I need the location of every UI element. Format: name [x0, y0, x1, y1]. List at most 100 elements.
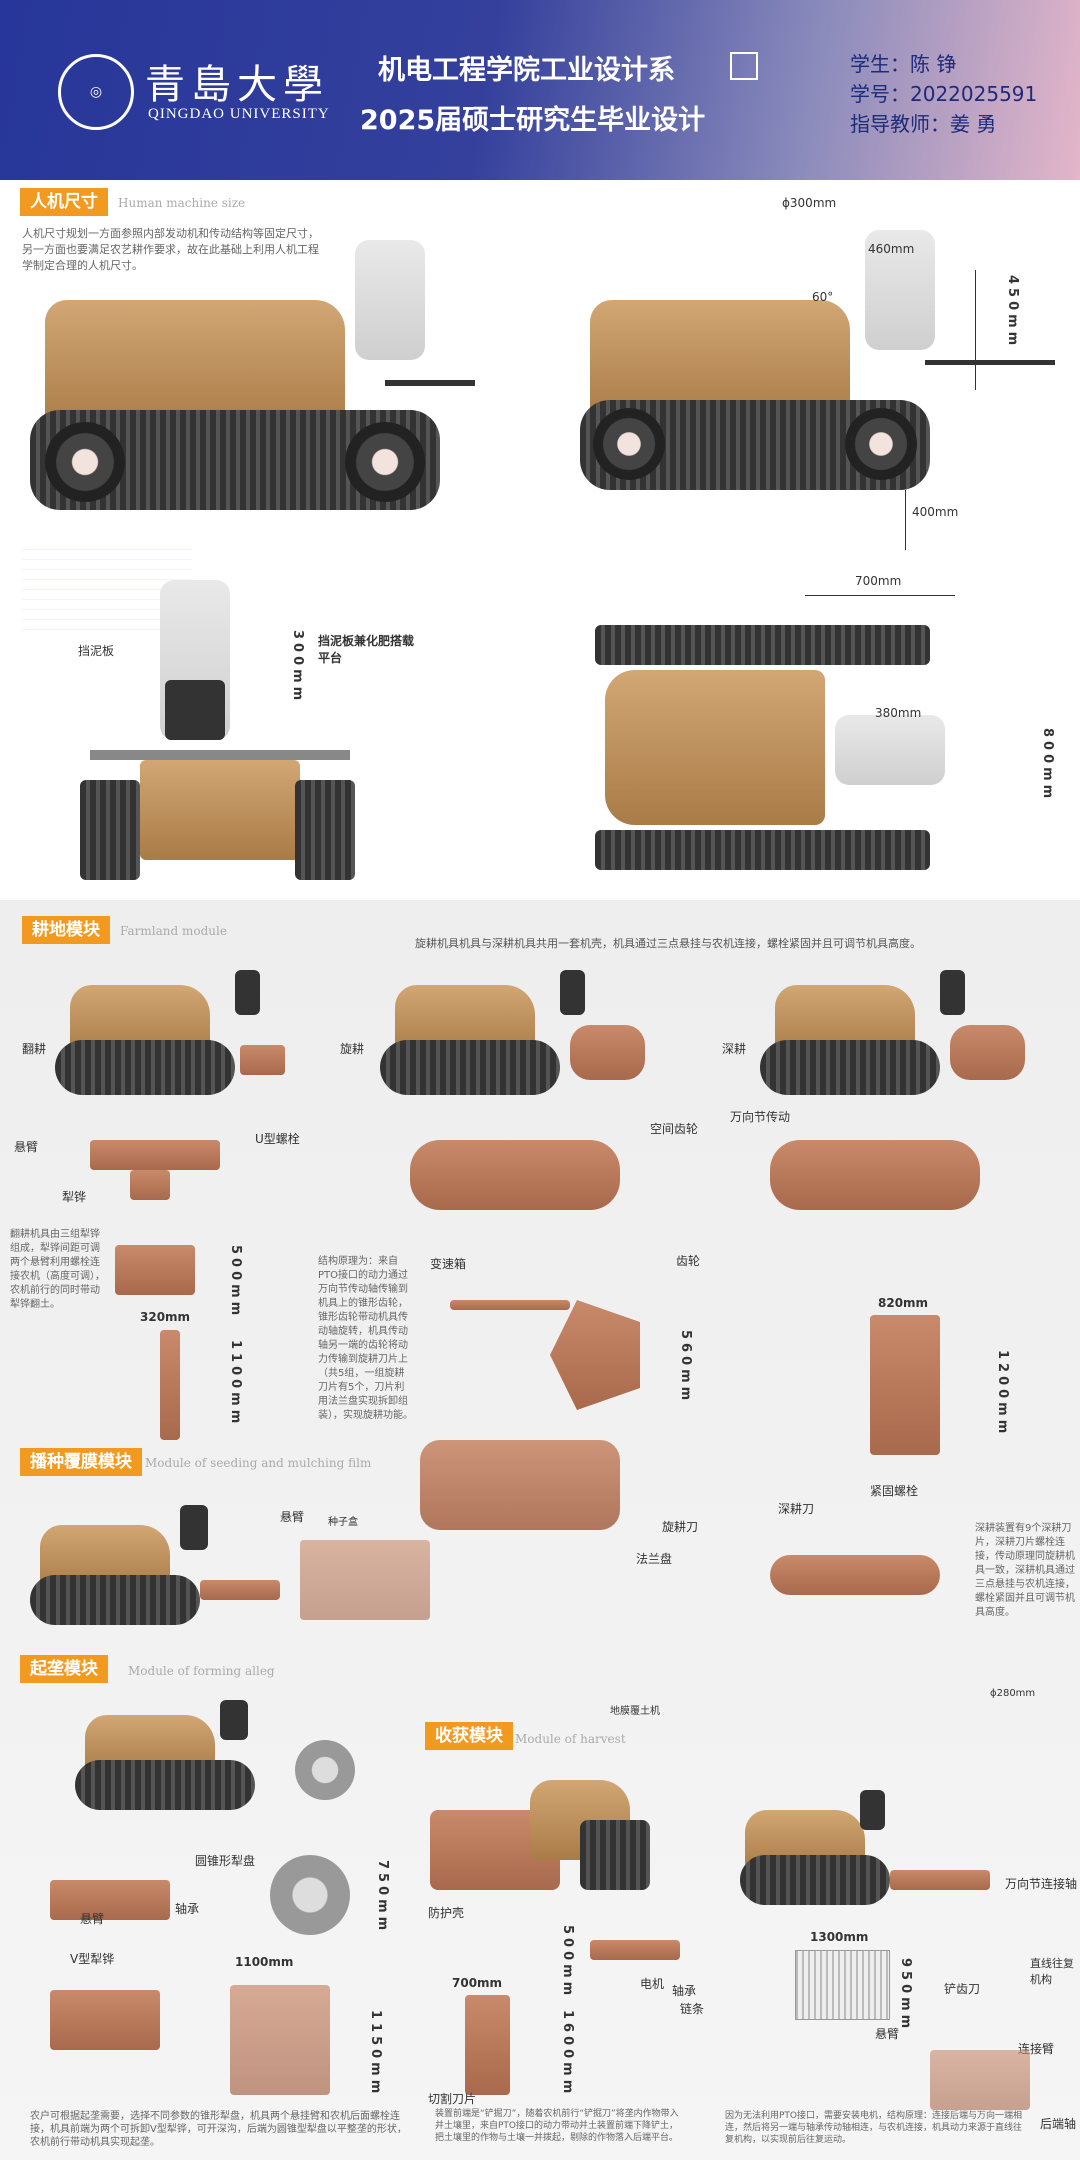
section-tag-en-harvest: Module of harvest [515, 1732, 626, 1746]
machine-side-view-dimensioned [575, 230, 1075, 550]
harvest-side-part [465, 1995, 510, 2095]
label-ridge-bearing: 轴承 [175, 1902, 200, 1916]
label-cantilever: 悬臂 [14, 1140, 39, 1154]
ridging-part [50, 1880, 170, 1920]
farmland-desc: 旋耕机具机具与深耕机具共用一套机壳，机具通过三点悬挂与农机连接，螺栓紧固并且可调… [415, 937, 921, 950]
label-rotary-blade: 旋耕刀 [662, 1520, 699, 1534]
mode-plow: 翻耕 [22, 1042, 47, 1056]
seeding-part [300, 1540, 430, 1620]
decor-square-icon [730, 52, 758, 80]
label-flange: 法兰盘 [636, 1552, 673, 1566]
label-gearbox: 变速箱 [430, 1257, 467, 1271]
label-seed-box: 种子盒 [328, 1517, 358, 1528]
section-tag-ridging: 起垄模块 [20, 1655, 108, 1683]
dim-950: 950mm [898, 1958, 913, 2033]
machine-top-view [595, 625, 955, 880]
deep-blade-part [770, 1555, 940, 1595]
dim-380: 380mm [875, 706, 922, 720]
dim-700-harvest: 700mm [452, 1976, 503, 1990]
machine-rear-view [80, 580, 360, 900]
label-fasten-bolt: 紧固螺栓 [870, 1484, 919, 1498]
disc-plow-part [270, 1855, 350, 1935]
section-tag-en-ridging: Module of forming alleg [128, 1664, 275, 1678]
label-rear-shaft: 后端轴 [1040, 2117, 1077, 2131]
label-u-bolt: U型螺栓 [255, 1132, 300, 1146]
rotary-blade-group [420, 1440, 620, 1530]
section-tag-en-seeding: Module of seeding and mulching film [145, 1456, 372, 1470]
dim-1200: 1200mm [995, 1350, 1010, 1438]
dim-820: 820mm [878, 1296, 929, 1310]
label-plow: 犁铧 [62, 1190, 87, 1204]
mode-rotary: 旋耕 [340, 1042, 365, 1056]
deep-text: 深耕装置有9个深耕刀片，深耕刀片螺栓连接，传动原理同旋耕机具一致，深耕机具通过三… [975, 1523, 1075, 1618]
label-harvest-cantilever: 悬臂 [875, 2027, 900, 2041]
machine-plow-mode [55, 965, 290, 1105]
dim-angle-60: 60° [812, 290, 834, 304]
dim-1300: 1300mm [810, 1930, 869, 1944]
ridging-top-part [230, 1985, 330, 2095]
harvest-rear-part [930, 2050, 1030, 2110]
label-deep-blade: 深耕刀 [778, 1502, 815, 1516]
harvest-text-1: 装置前端是“铲掘刀”，随着农机前行“铲掘刀”将垄内作物带入并土壤里，来自PTO接… [435, 2109, 679, 2143]
dim-700: 700mm [855, 574, 902, 588]
machine-deep-mode [760, 965, 1035, 1105]
label-chain: 链条 [680, 2002, 705, 2016]
dim-1100-ridge: 1100mm [235, 1955, 294, 1969]
dim-450: 450mm [1005, 275, 1020, 350]
dim-320: 320mm [140, 1310, 191, 1324]
section-tag-seeding: 播种覆膜模块 [20, 1448, 142, 1476]
deep-tiller-part [770, 1140, 980, 1210]
dim-800: 800mm [1040, 728, 1055, 803]
dim-400: 400mm [912, 505, 959, 519]
label-harvest-bearing: 轴承 [672, 1984, 697, 1998]
dim-460: 460mm [868, 242, 915, 256]
student-id: 学号：2022025591 [850, 82, 1038, 106]
section-tag-harvest: 收获模块 [425, 1722, 513, 1750]
header-title-line2: 2025届硕士研究生毕业设计 [360, 105, 706, 136]
dim-750: 750mm [375, 1860, 390, 1935]
dim-500: 500mm [228, 1245, 243, 1320]
dim-280: ϕ280mm [990, 1688, 1036, 1699]
label-shovel: 铲齿刀 [944, 1982, 981, 1996]
student-name: 学生：陈 铮 [850, 52, 957, 76]
label-mudguard: 挡泥板 [78, 644, 115, 658]
label-mudguard-platform: 挡泥板兼化肥搭载平台 [318, 634, 415, 665]
machine-rotary-mode [380, 965, 650, 1105]
section-tag-en-farmland: Farmland module [120, 924, 227, 938]
header-title-line1: 机电工程学院工业设计系 [378, 55, 675, 86]
machine-harvest-side [740, 1790, 990, 1920]
dim-560: 560mm [678, 1330, 693, 1405]
rotary-tiller-part [410, 1140, 620, 1210]
ridging-text: 农户可根据起垄需要，选择不同参数的锥形犁盘，机具两个悬挂臂和农机后面螺栓连接，机… [30, 2111, 407, 2148]
university-logo-cn: 青島大學 [145, 62, 329, 108]
machine-harvest-front [430, 1760, 660, 1900]
label-universal: 万向节传动 [730, 1110, 791, 1124]
label-motor: 电机 [640, 1977, 665, 1991]
university-seal-icon: ◎ [58, 54, 134, 130]
plow-text: 翻耕机具由三组犁铧组成，犁铧间距可调两个悬臂利用螺栓连接农机（高度可调），农机前… [10, 1229, 105, 1310]
section-tag-farmland: 耕地模块 [22, 916, 110, 944]
label-v-plow: V型犁铧 [70, 1952, 115, 1966]
header-banner [0, 0, 1080, 180]
human-machine-text: 人机尺寸规划一方面参照内部发动机和传动结构等固定尺寸，另一方面也要满足农艺耕作要… [22, 227, 319, 272]
harvest-text-2: 因为无法利用PTO接口，需要安装电机，结构原理：连接后端与万向一端相连，然后将另… [725, 2111, 1023, 2145]
plow-side-part [115, 1245, 195, 1295]
advisor-name: 指导教师：姜 勇 [850, 112, 997, 136]
section-tag-human-machine: 人机尺寸 [20, 188, 108, 216]
dim-300-vertical: 300mm [290, 630, 305, 705]
machine-ridging [75, 1700, 365, 1820]
label-ridge-cantilever: 悬臂 [80, 1912, 105, 1926]
dim-500-harvest: 500mm [560, 1925, 575, 2000]
label-guard: 防护壳 [428, 1906, 465, 1920]
deep-tiller-top [870, 1315, 940, 1455]
drive-shaft [450, 1300, 570, 1310]
label-cutter: 切割刀片 [428, 2092, 477, 2106]
structure-text: 结构原理为：来自PTO接口的动力通过万向节传动轴传输到机具上的锥形齿轮，锥形齿轮… [318, 1256, 413, 1421]
plow-front-part [160, 1330, 180, 1440]
dim-1100: 1100mm [228, 1340, 243, 1428]
label-space-gear: 空间齿轮 [650, 1122, 699, 1136]
label-film: 地膜覆土机 [610, 1706, 660, 1717]
label-gear: 齿轮 [676, 1254, 701, 1268]
machine-seeding [30, 1505, 280, 1635]
label-linear-rail: 直线往复机构 [1030, 1957, 1074, 1986]
